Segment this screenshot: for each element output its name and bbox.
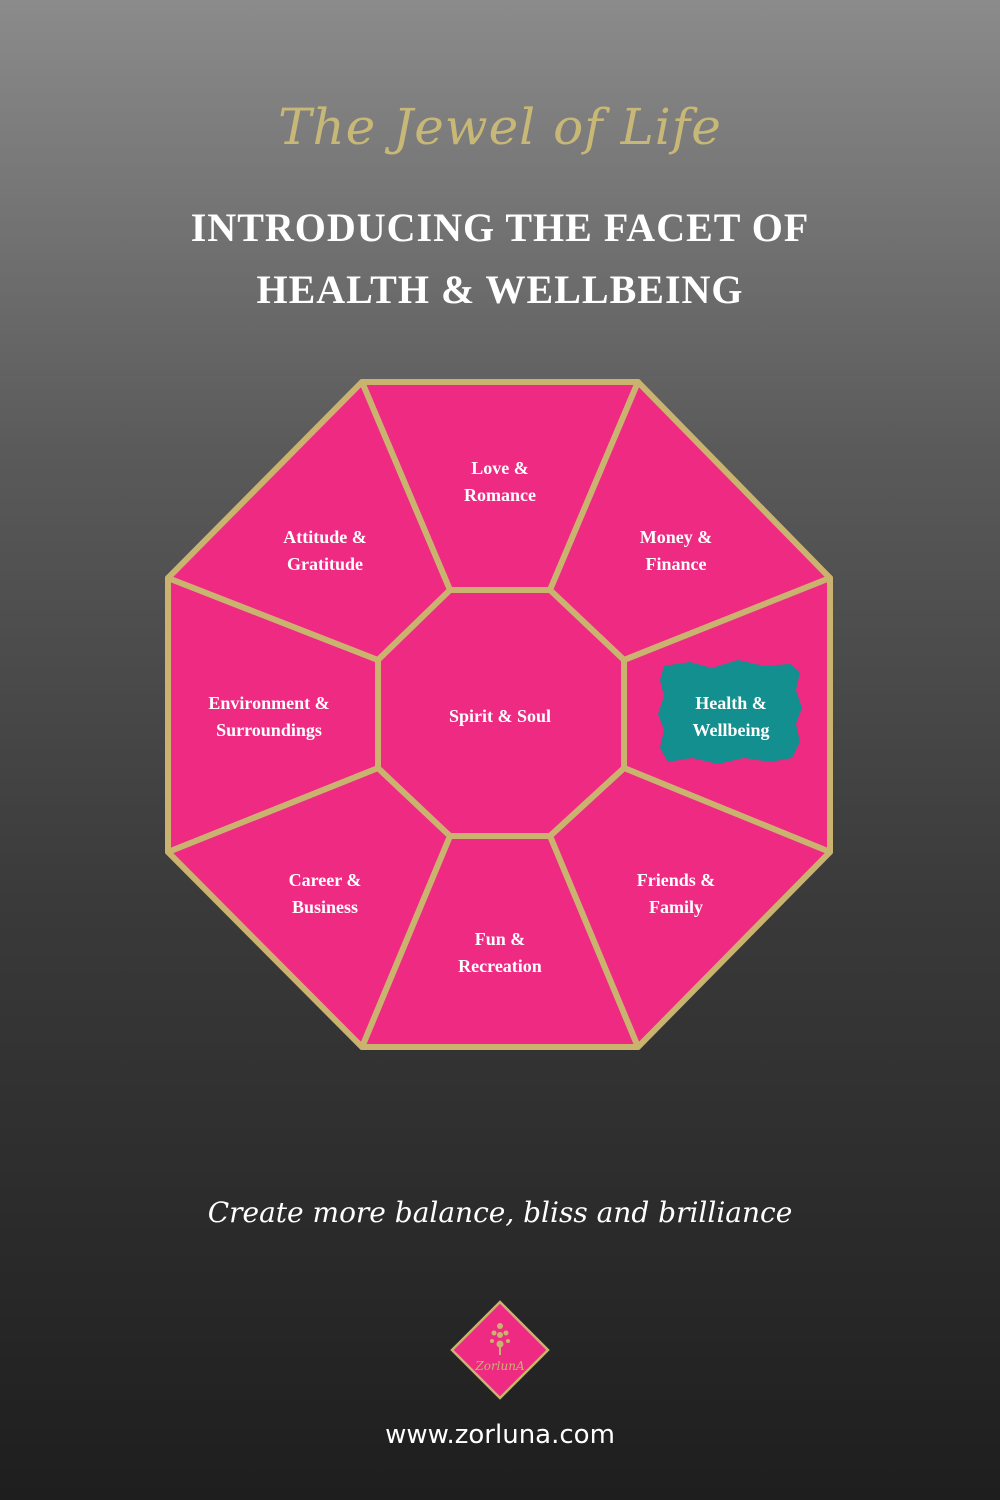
facet-love-label: Love & Romance bbox=[464, 458, 536, 505]
headline-line-1: INTRODUCING THE FACET OF bbox=[190, 205, 810, 250]
facet-health-label: Health & Wellbeing bbox=[692, 693, 769, 740]
facet-friends-line2: Family bbox=[649, 897, 703, 917]
facet-center bbox=[375, 587, 627, 839]
tagline: Create more balance, bliss and brillianc… bbox=[207, 1196, 793, 1229]
headline-line-2: HEALTH & WELLBEING bbox=[256, 267, 744, 312]
facet-career-label: Career & Business bbox=[289, 870, 362, 917]
facet-career-line1: Career & bbox=[289, 870, 362, 890]
jewel-facets bbox=[165, 379, 833, 1050]
facet-attitude-line2: Gratitude bbox=[287, 554, 363, 574]
facet-money-line2: Finance bbox=[646, 554, 707, 574]
facet-environment-line1: Environment & bbox=[208, 693, 329, 713]
facet-environment-line2: Surroundings bbox=[216, 720, 322, 740]
facet-attitude-line1: Attitude & bbox=[283, 527, 367, 547]
facet-career-line2: Business bbox=[292, 897, 358, 917]
facet-love-line2: Romance bbox=[464, 485, 536, 505]
facet-center-label: Spirit & Soul bbox=[449, 706, 551, 726]
facet-fun-line2: Recreation bbox=[458, 956, 542, 976]
health-highlight-brush bbox=[658, 660, 802, 764]
facet-fun-line1: Fun & bbox=[475, 929, 526, 949]
facet-money-line1: Money & bbox=[640, 527, 712, 547]
facet-friends-line1: Friends & bbox=[637, 870, 716, 890]
facet-friends-label: Friends & Family bbox=[637, 870, 716, 917]
facet-love-line1: Love & bbox=[471, 458, 529, 478]
website-link[interactable]: www.zorluna.com bbox=[385, 1420, 615, 1450]
facet-attitude-label: Attitude & Gratitude bbox=[283, 527, 367, 574]
facet-fun-label: Fun & Recreation bbox=[458, 929, 542, 976]
facet-health-line1: Health & bbox=[695, 693, 767, 713]
logo-text: ZorlunA bbox=[474, 1359, 525, 1373]
facet-health-line2: Wellbeing bbox=[692, 720, 769, 740]
facet-environment-label: Environment & Surroundings bbox=[208, 693, 329, 740]
logo-emblem-icon bbox=[490, 1323, 510, 1355]
zorluna-logo: ZorlunA bbox=[450, 1300, 550, 1400]
facet-money-label: Money & Finance bbox=[640, 527, 712, 574]
script-title: The Jewel of Life bbox=[278, 98, 722, 156]
